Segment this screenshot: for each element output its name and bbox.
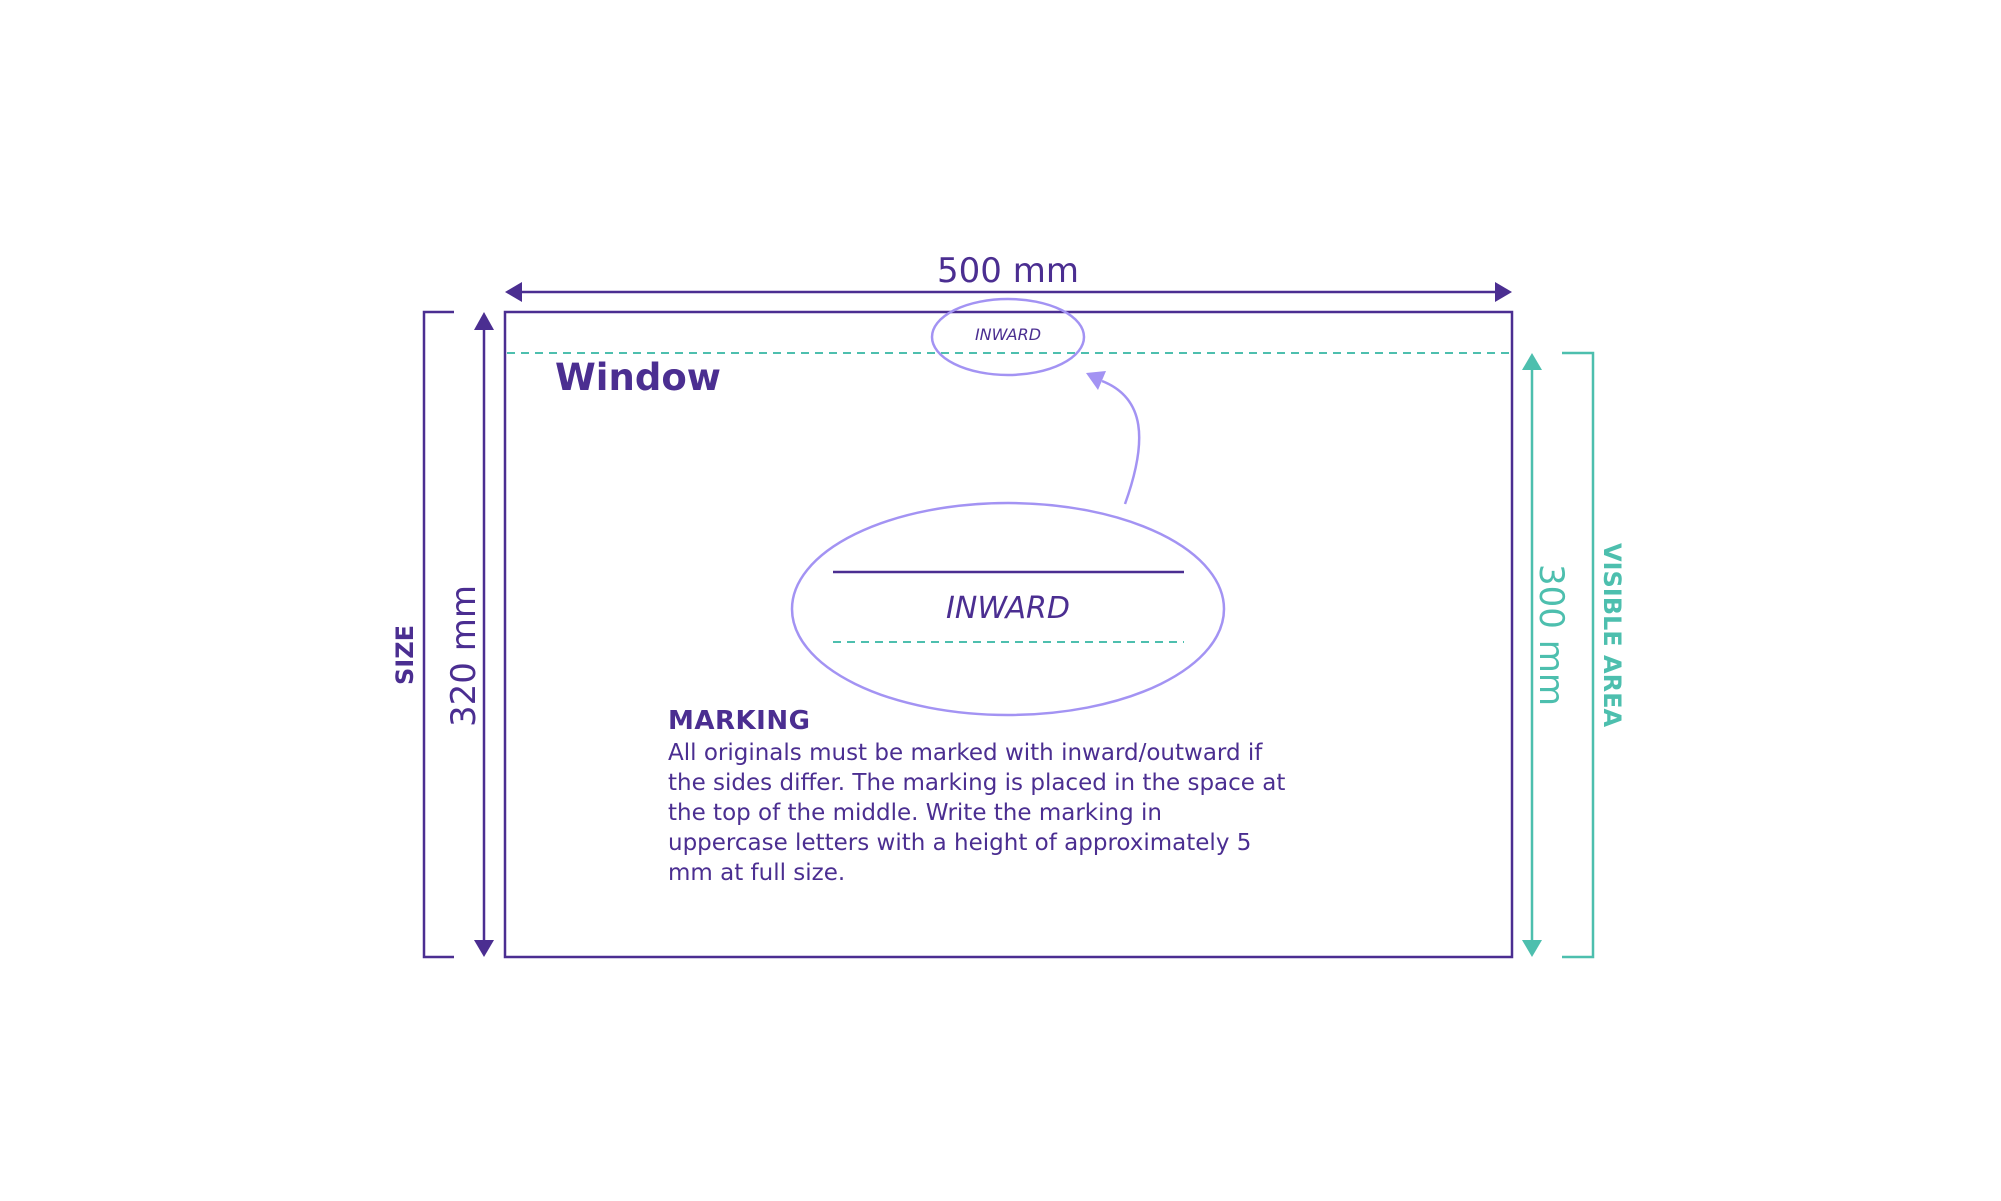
- marking-body: All originals must be marked with inward…: [668, 740, 1286, 886]
- visible-area-label: VISIBLE AREA: [1598, 543, 1626, 728]
- width-arrow-right-head: [1495, 282, 1512, 302]
- size-dimension: 320 mm SIZE: [391, 310, 494, 959]
- inward-small-label: INWARD: [975, 325, 1041, 344]
- inward-marker-large: INWARD: [790, 501, 1226, 717]
- size-bracket: [422, 310, 454, 959]
- visible-area-height-label: 300 mm: [1531, 564, 1571, 706]
- zoom-pointer-arrow: [1086, 371, 1141, 505]
- visible-area-dimension: 300 mm VISIBLE AREA: [1522, 351, 1626, 959]
- window-frame: [503, 310, 1514, 959]
- window-title: Window: [555, 356, 721, 399]
- width-arrow-left-head: [505, 282, 522, 302]
- inward-large-label: INWARD: [946, 591, 1070, 626]
- zoom-pointer-head: [1086, 371, 1106, 390]
- inward-small-ellipse: [930, 297, 1086, 377]
- inward-large-ellipse: [790, 501, 1226, 717]
- width-label: 500 mm: [937, 251, 1079, 291]
- marking-heading: MARKING: [668, 706, 811, 736]
- size-label: SIZE: [391, 625, 419, 685]
- visible-area-arrow-top-head: [1522, 353, 1542, 370]
- width-dimension: 500 mm: [505, 251, 1512, 302]
- visible-area-arrow-bottom-head: [1522, 940, 1542, 957]
- size-arrow-bottom-head: [474, 940, 494, 957]
- size-arrow-top-head: [474, 312, 494, 330]
- size-height-label: 320 mm: [444, 585, 484, 727]
- visible-area-bracket: [1562, 351, 1595, 959]
- zoom-pointer-curve: [1101, 379, 1141, 505]
- inward-marker-small: INWARD: [930, 297, 1086, 377]
- marking-note: MARKING All originals must be marked wit…: [668, 704, 1288, 888]
